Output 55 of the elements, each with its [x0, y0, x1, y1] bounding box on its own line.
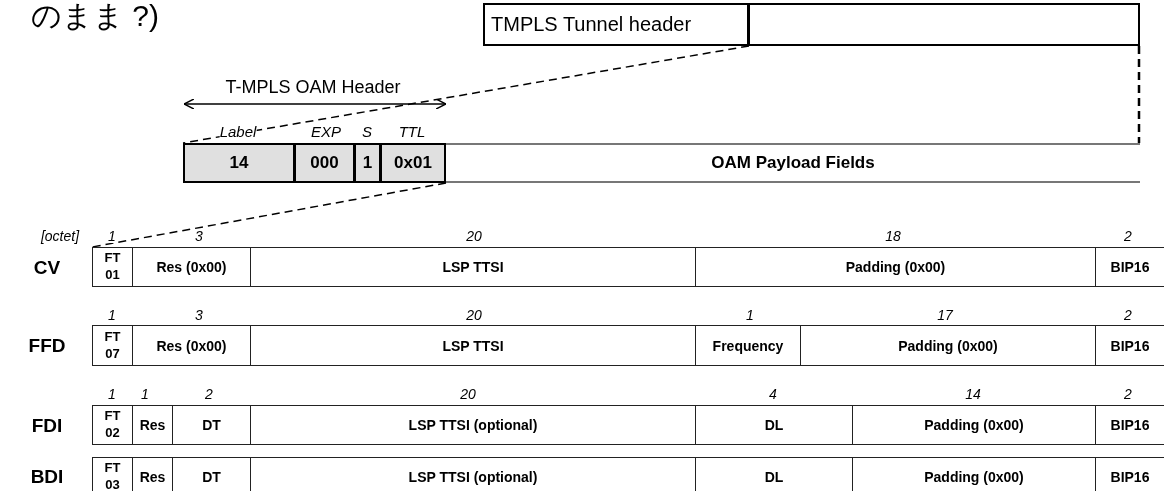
field-name: S: [362, 124, 372, 139]
octet-count: 17: [937, 308, 953, 322]
octet-count: 4: [769, 387, 777, 401]
packet-field: BIP16: [1095, 325, 1164, 366]
packet-field: Res (0x00): [132, 247, 251, 287]
message-type: BDI: [30, 467, 64, 486]
octet-count: 1: [141, 387, 149, 401]
packet-field: LSP TTSI: [250, 247, 696, 287]
packet-field: BIP16: [1095, 405, 1164, 445]
octet-count: 20: [466, 308, 482, 322]
octet-count: 2: [1124, 308, 1132, 322]
zoom-line: [91, 182, 447, 248]
octet-count: 2: [1124, 387, 1132, 401]
header-field: TMPLS Tunnel header: [483, 3, 749, 46]
field-name: TTL: [398, 124, 426, 139]
octet-count: 3: [195, 229, 203, 243]
heading-text: のまま ?): [31, 1, 159, 31]
packet-field: Padding (0x00): [695, 247, 1096, 287]
type-field: FT 02: [92, 405, 133, 445]
packet-field: BIP16: [1095, 247, 1164, 287]
packet-field: DL: [695, 405, 853, 445]
packet-field: DT: [172, 405, 251, 445]
octet-count: [octet]: [40, 229, 80, 243]
packet-field: Padding (0x00): [800, 325, 1096, 366]
packet-field: LSP TTSI (optional): [250, 405, 696, 445]
octet-count: 2: [205, 387, 213, 401]
packet-field: Res (0x00): [132, 325, 251, 366]
message-type: CV: [33, 258, 61, 277]
packet-field: Padding (0x00): [852, 405, 1096, 445]
octet-count: 14: [965, 387, 981, 401]
type-field: FT 01: [92, 247, 133, 287]
zoom-line: [182, 45, 750, 144]
message-type: FFD: [28, 336, 66, 355]
field-name: Label: [219, 124, 257, 139]
header-field: 1: [354, 143, 381, 183]
message-type: FDI: [31, 416, 63, 435]
zoom-line: [1137, 46, 1141, 143]
octet-count: 1: [746, 308, 754, 322]
header-field: 14: [183, 143, 295, 183]
dimension-label: T-MPLS OAM Header: [225, 78, 401, 96]
octet-count: 1: [108, 387, 116, 401]
type-field: FT 03: [92, 457, 133, 491]
field-name: EXP: [311, 124, 341, 139]
type-field: FT 07: [92, 325, 133, 366]
payload-field: OAM Payload Fields: [446, 143, 1140, 183]
octet-count: 20: [460, 387, 476, 401]
header-field: 000: [294, 143, 355, 183]
octet-count: 1: [108, 308, 116, 322]
octet-count: 2: [1124, 229, 1132, 243]
octet-count: 3: [195, 308, 203, 322]
header-field: 0x01: [380, 143, 446, 183]
packet-field: Res: [132, 405, 173, 445]
octet-count: 1: [108, 229, 116, 243]
packet-field: Frequency: [695, 325, 801, 366]
packet-field: LSP TTSI: [250, 325, 696, 366]
